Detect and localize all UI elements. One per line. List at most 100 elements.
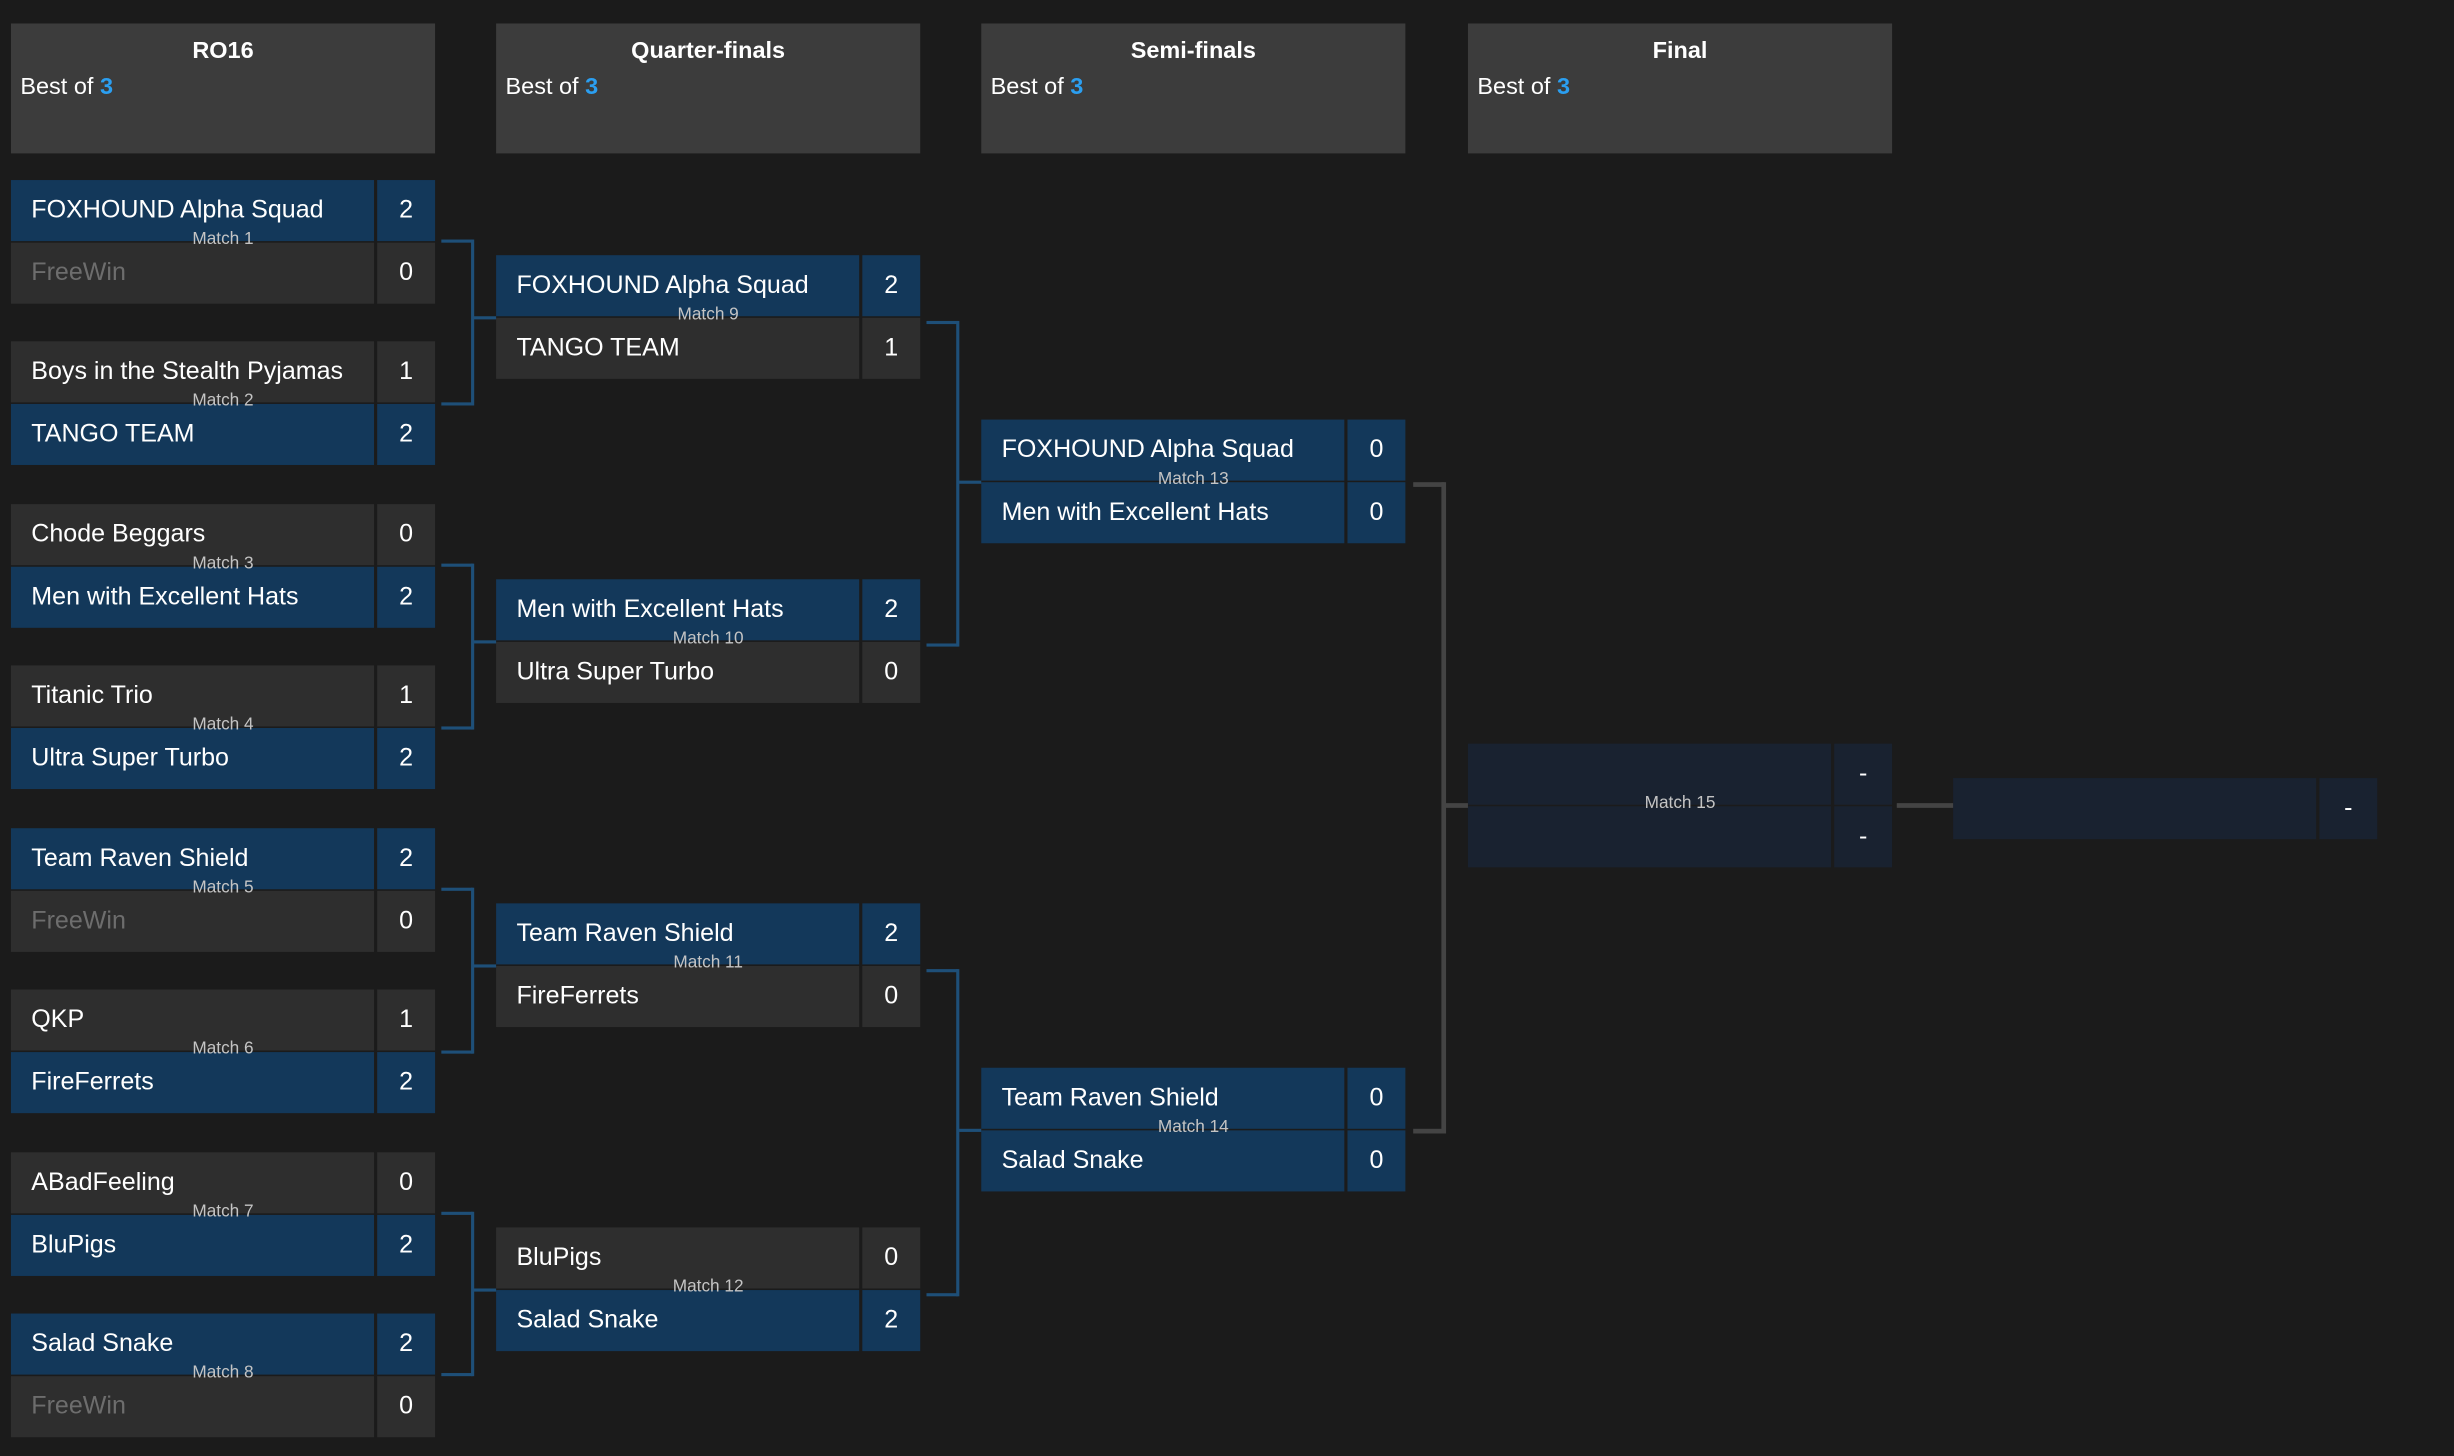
team-name: Titanic Trio: [10, 665, 375, 727]
connector-line: [472, 1288, 497, 1292]
connector-line: [441, 1211, 473, 1215]
team-name: FireFerrets: [10, 1052, 375, 1114]
team-name: Salad Snake: [10, 1313, 375, 1375]
round-title: RO16: [192, 37, 254, 65]
team-name: FOXHOUND Alpha Squad: [10, 180, 375, 242]
team-score: -: [1834, 806, 1893, 868]
round-title: Quarter-finals: [631, 37, 786, 65]
team-score: 0: [377, 1376, 436, 1438]
team-score: 2: [862, 255, 921, 317]
connector-line: [1442, 803, 1468, 808]
connector-line: [441, 563, 473, 567]
team-name: BluPigs: [10, 1214, 375, 1276]
team-name: TANGO TEAM: [496, 317, 860, 379]
team-name: Men with Excellent Hats: [10, 566, 375, 628]
team-name: Team Raven Shield: [10, 828, 375, 890]
connector-line: [957, 1128, 982, 1132]
connector-line: [441, 726, 473, 730]
connector-line: [441, 1050, 473, 1054]
team-score: 2: [377, 566, 436, 628]
round-header-semi-finals: Semi-finals Best of 3: [981, 23, 1406, 154]
connector-line: [441, 887, 473, 891]
connector-line: [472, 316, 497, 320]
team-score: 2: [377, 728, 436, 790]
team-score: 2: [377, 1214, 436, 1276]
best-of: Best of 3: [991, 74, 1084, 101]
connector-line: [957, 480, 982, 484]
team-name: FreeWin: [10, 242, 375, 304]
team-score: 0: [862, 641, 921, 703]
team-name: FreeWin: [10, 1376, 375, 1438]
best-of: Best of 3: [505, 74, 598, 101]
team-slot[interactable]: -: [1467, 806, 1893, 868]
team-name: Men with Excellent Hats: [981, 482, 1345, 544]
connector-line: [441, 402, 473, 406]
team-name: Men with Excellent Hats: [496, 579, 860, 641]
team-score: 2: [377, 1052, 436, 1114]
team-name: BluPigs: [496, 1227, 860, 1289]
match-15[interactable]: - - Match 15: [1467, 743, 1893, 868]
team-slot[interactable]: -: [1467, 743, 1893, 805]
best-of: Best of 3: [1477, 74, 1570, 101]
best-of-label: Best of: [20, 73, 94, 101]
team-name: Boys in the Stealth Pyjamas: [10, 341, 375, 403]
best-of-count: 3: [1070, 73, 1084, 101]
team-score: 0: [377, 504, 436, 566]
team-name: FireFerrets: [496, 965, 860, 1028]
connector-line: [1896, 803, 1954, 808]
connector-line: [1413, 482, 1445, 487]
connector-line: [926, 1293, 958, 1297]
connector-line: [471, 1211, 475, 1377]
winner-slot[interactable]: -: [1953, 778, 2378, 840]
team-score: 0: [377, 1152, 436, 1214]
team-score: 2: [862, 579, 921, 641]
team-score: 0: [377, 242, 436, 304]
team-score: 1: [862, 317, 921, 379]
round-title: Semi-finals: [1130, 37, 1256, 65]
winner-score: -: [2319, 778, 2378, 840]
winner-name: [1953, 778, 2317, 840]
